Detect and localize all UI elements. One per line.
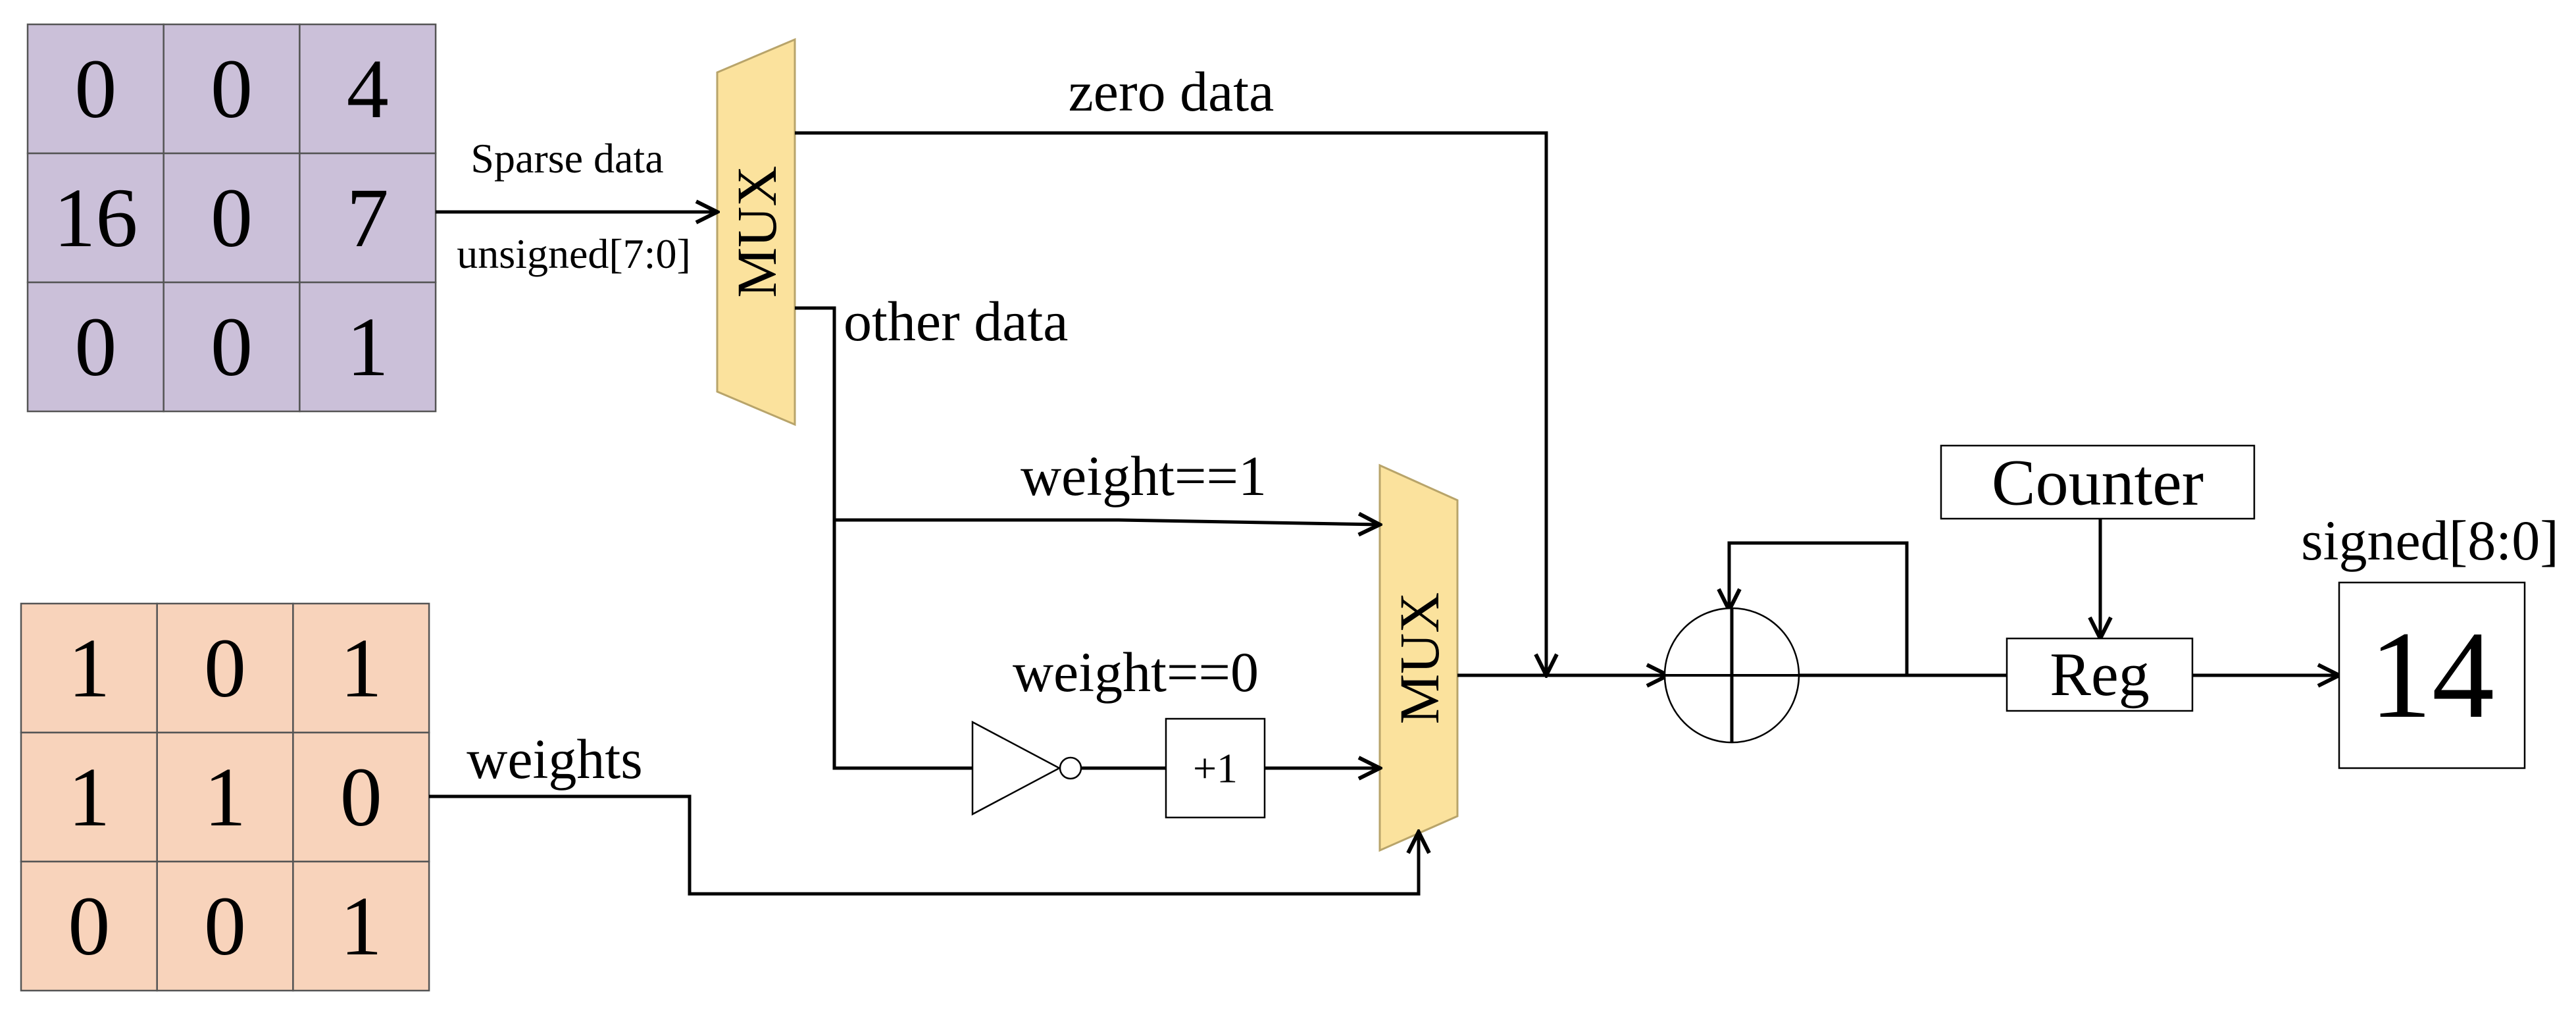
counter-label: Counter xyxy=(1992,446,2204,519)
output-box xyxy=(2338,581,2526,769)
weight-matrix-cell-value: 1 xyxy=(68,621,110,715)
sparse-matrix-cell-value: 0 xyxy=(211,42,253,136)
weight-matrix-cell-value: 0 xyxy=(340,750,382,844)
zero-data-wire xyxy=(795,131,1546,675)
inverter-bubble xyxy=(1059,756,1082,780)
weight-matrix-cell xyxy=(20,731,158,863)
sparse-matrix-cell xyxy=(26,23,164,155)
weight-one-wire xyxy=(834,520,1380,525)
zero-data-label: zero data xyxy=(1069,60,1275,123)
sparse-matrix-cell xyxy=(299,281,437,413)
weight-matrix-cell xyxy=(156,731,294,863)
unsigned-label: unsigned[7:0] xyxy=(457,230,691,277)
weight-matrix-cell-value: 0 xyxy=(204,621,246,715)
reg-label: Reg xyxy=(2050,640,2149,709)
mux-2 xyxy=(1378,463,1459,852)
sparse-matrix-cell xyxy=(299,23,437,155)
weights-label: weights xyxy=(467,727,643,791)
weight-matrix-cell xyxy=(20,602,158,734)
plus-one-label: +1 xyxy=(1193,745,1238,792)
sparse-matrix-cell-value: 0 xyxy=(211,171,253,265)
weight-matrix-cell-value: 0 xyxy=(204,879,246,973)
weight-matrix-cell-value: 1 xyxy=(340,879,382,973)
weight-matrix-cell xyxy=(292,602,430,734)
mux-2-label: MUX xyxy=(1388,592,1451,725)
feedback-wire xyxy=(1729,541,1909,675)
sparse-matrix-cell xyxy=(163,281,301,413)
other-data-wire xyxy=(795,306,972,770)
sparse-matrix-cell xyxy=(163,152,301,284)
sparse-matrix-cell-value: 1 xyxy=(347,300,389,394)
weight-eq-0-label: weight==0 xyxy=(1013,640,1259,704)
sparse-matrix-cell-value: 7 xyxy=(347,171,389,265)
mux-1 xyxy=(716,38,796,427)
output-value: 14 xyxy=(2369,606,2494,744)
mux-1-label: MUX xyxy=(725,166,788,298)
counter-box xyxy=(1940,444,2256,520)
weight-matrix-cell-value: 1 xyxy=(204,750,246,844)
sparse-matrix-cell xyxy=(299,152,437,284)
weight-eq-1-label: weight==1 xyxy=(1021,444,1267,507)
sparse-matrix-cell xyxy=(26,281,164,413)
signed-label: signed[8:0] xyxy=(2301,509,2559,572)
reg-box xyxy=(2006,637,2194,712)
sparse-matrix-cell-value: 0 xyxy=(74,300,116,394)
sparse-matrix-cell-value: 0 xyxy=(211,300,253,394)
weight-matrix-cell-value: 1 xyxy=(68,750,110,844)
weight-matrix-cell xyxy=(20,860,158,992)
weight-matrix-cell-value: 0 xyxy=(68,879,110,973)
sparse-matrix-cell xyxy=(163,23,301,155)
weights-wire xyxy=(429,794,1419,896)
weight-matrix-cell xyxy=(156,860,294,992)
sparse-matrix-cell-value: 4 xyxy=(347,42,389,136)
sparse-matrix-cell-value: 0 xyxy=(74,42,116,136)
inverter xyxy=(971,720,1061,816)
plus-one-box xyxy=(1165,717,1266,819)
sparse-matrix-cell-value: 16 xyxy=(53,171,138,265)
other-data-label: other data xyxy=(844,290,1068,353)
sparse-matrix-cell xyxy=(26,152,164,284)
adder xyxy=(1663,607,1800,744)
wires xyxy=(429,131,2339,896)
sparse-data-label: Sparse data xyxy=(470,135,663,182)
weight-matrix-cell xyxy=(292,860,430,992)
weight-matrix-cell-value: 1 xyxy=(340,621,382,715)
